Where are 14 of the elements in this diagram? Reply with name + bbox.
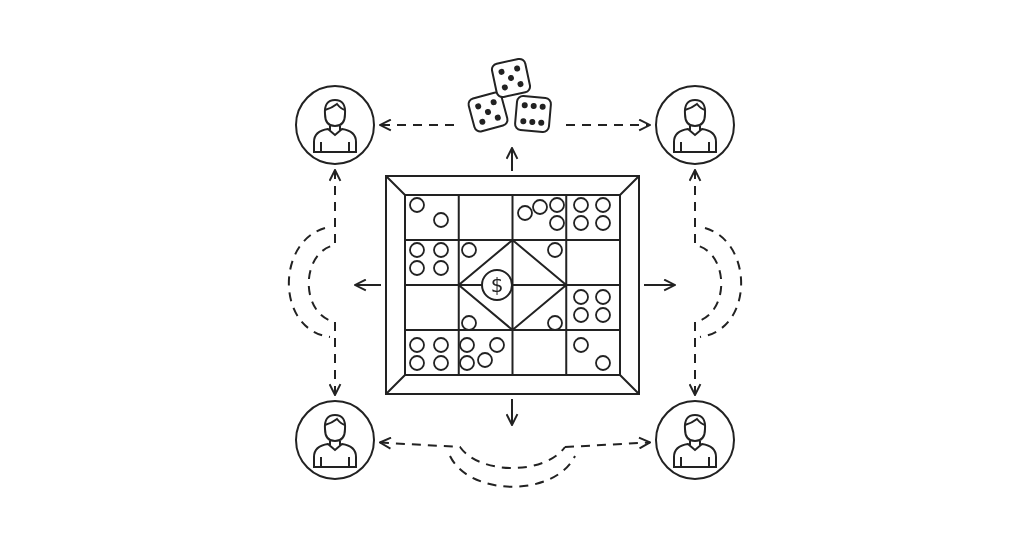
game-board-drawing bbox=[385, 175, 640, 395]
arrow bbox=[505, 398, 519, 426]
dashed-arrow bbox=[378, 436, 652, 488]
person-icon bbox=[294, 399, 376, 481]
arrow bbox=[643, 278, 676, 292]
dashed-arrow bbox=[379, 118, 455, 132]
arrow bbox=[354, 278, 382, 292]
person-icon bbox=[654, 399, 736, 481]
dashed-arrow bbox=[287, 169, 342, 396]
arrow bbox=[505, 147, 519, 172]
dashed-arrow bbox=[565, 118, 651, 132]
person-icon bbox=[654, 84, 736, 166]
person-icon bbox=[294, 84, 376, 166]
dashed-arrow bbox=[688, 169, 743, 396]
